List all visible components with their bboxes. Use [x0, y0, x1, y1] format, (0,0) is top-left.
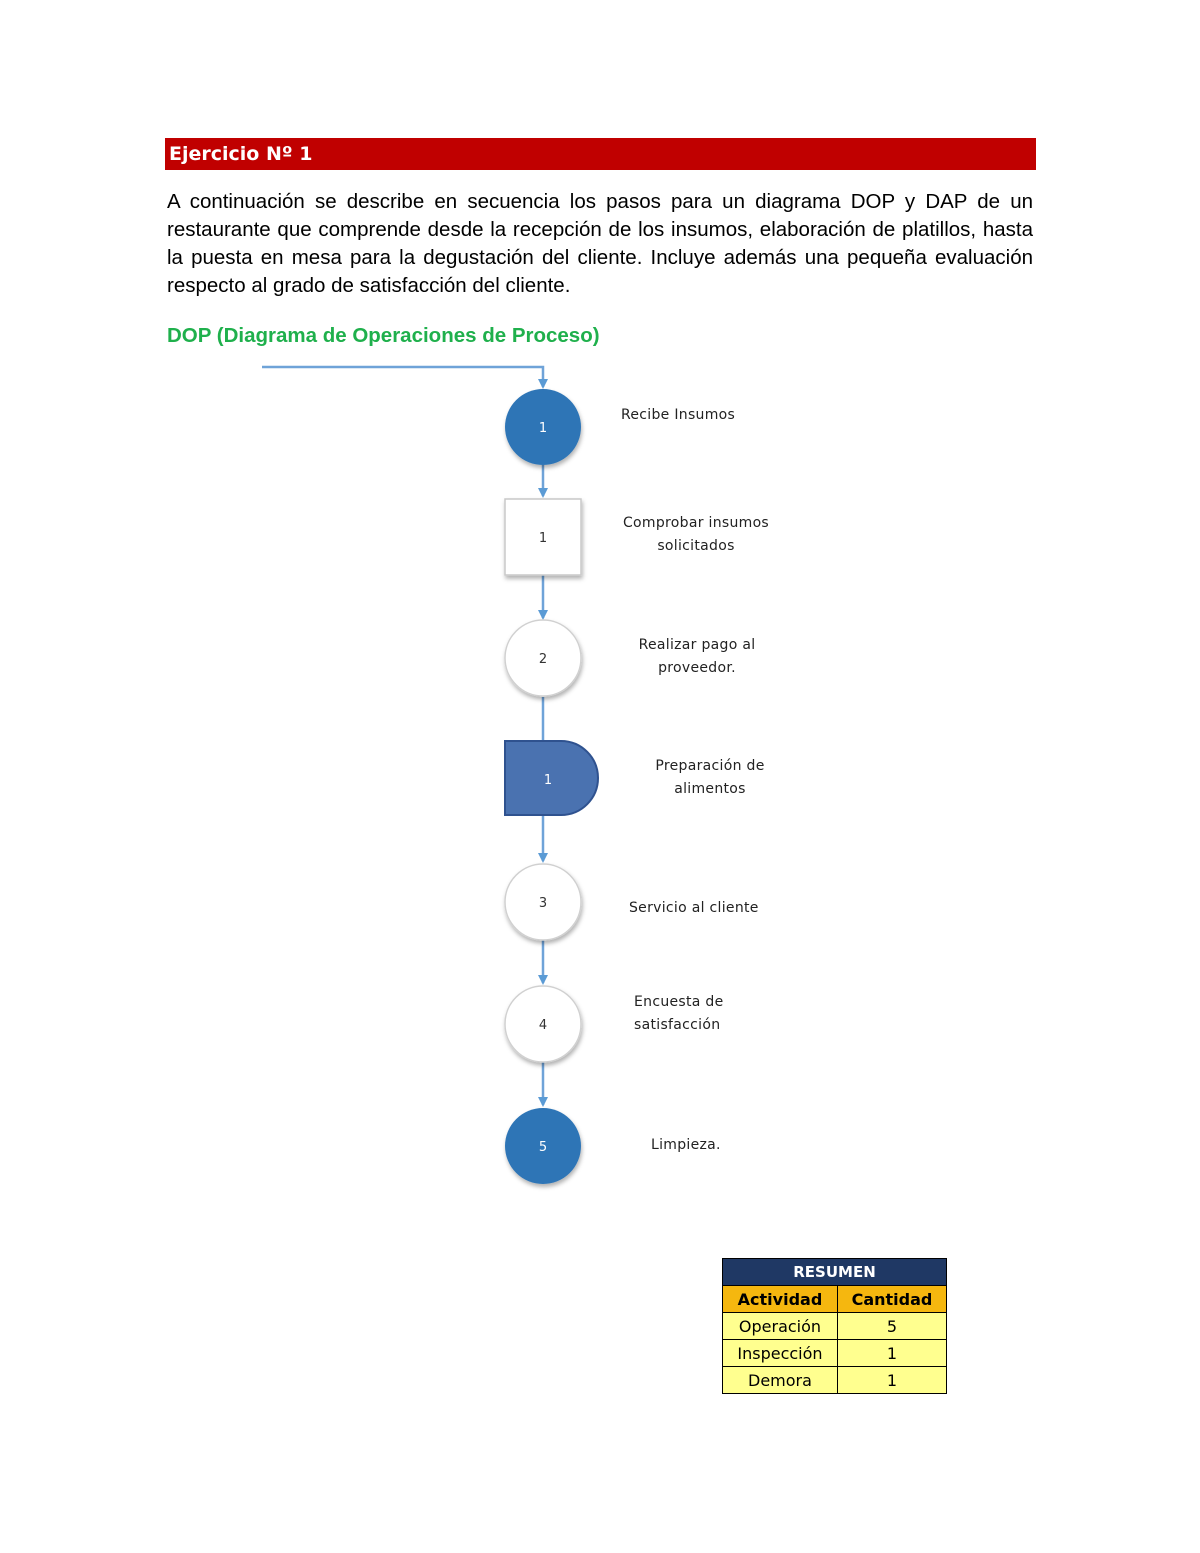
label-line: Limpieza. [651, 1137, 721, 1153]
label-line: Encuesta de [634, 994, 724, 1010]
table-row: Inspección 1 [722, 1339, 948, 1367]
table-cell: Demora [722, 1366, 838, 1394]
dop-title: DOP (Diagrama de Operaciones de Proceso) [167, 324, 600, 347]
step-label: Servicio al cliente [629, 897, 759, 920]
entry-connector [262, 365, 548, 389]
step-label: Encuesta de satisfacción [634, 991, 724, 1037]
step-inspection-1: 1 [504, 498, 582, 576]
step-number: 1 [539, 421, 547, 436]
table-row: Demora 1 [722, 1366, 948, 1394]
step-delay-1: 1 [504, 740, 599, 816]
label-line: Servicio al cliente [629, 900, 759, 916]
step-label: Comprobar insumos solicitados [606, 512, 786, 558]
label-line: Preparación de [655, 758, 765, 774]
intro-paragraph: A continuación se describe en secuencia … [167, 190, 1033, 297]
summary-title: RESUMEN [722, 1258, 947, 1286]
step-number: 5 [539, 1140, 547, 1155]
label-line: satisfacción [634, 1017, 721, 1033]
table-cell: 5 [836, 1312, 948, 1340]
table-cell: Inspección [722, 1339, 838, 1367]
table-row: Operación 5 [722, 1312, 948, 1340]
step-number: 4 [539, 1018, 547, 1033]
step-operation-4: 4 [504, 985, 582, 1063]
step-label: Realizar pago al proveedor. [607, 634, 787, 680]
label-line: Comprobar insumos [622, 515, 770, 531]
column-header: Actividad [722, 1285, 838, 1313]
step-number: 3 [539, 896, 547, 911]
exercise-header: Ejercicio Nº 1 [165, 138, 1036, 170]
summary-table: RESUMEN Actividad Cantidad Operación 5 I… [722, 1258, 948, 1394]
table-cell: 1 [836, 1339, 948, 1367]
step-number: 2 [539, 652, 547, 667]
step-label: Preparación de alimentos [620, 755, 800, 801]
label-line: solicitados [657, 538, 735, 554]
table-cell: Operación [722, 1312, 838, 1340]
step-operation-5: 5 [505, 1108, 581, 1184]
step-label: Limpieza. [651, 1134, 721, 1157]
label-line: Realizar pago al [638, 637, 756, 653]
step-label: Recibe Insumos [621, 404, 735, 427]
column-header: Cantidad [836, 1285, 948, 1313]
step-operation-2: 2 [504, 619, 582, 697]
step-number: 1 [544, 773, 552, 788]
step-operation-1: 1 [505, 389, 581, 465]
step-operation-3: 3 [504, 863, 582, 941]
step-number: 1 [539, 531, 547, 546]
label-line: Recibe Insumos [621, 407, 736, 423]
label-line: alimentos [674, 781, 746, 797]
exercise-title: Ejercicio Nº 1 [169, 143, 313, 165]
table-cell: 1 [836, 1366, 948, 1394]
label-line: proveedor. [658, 660, 736, 676]
